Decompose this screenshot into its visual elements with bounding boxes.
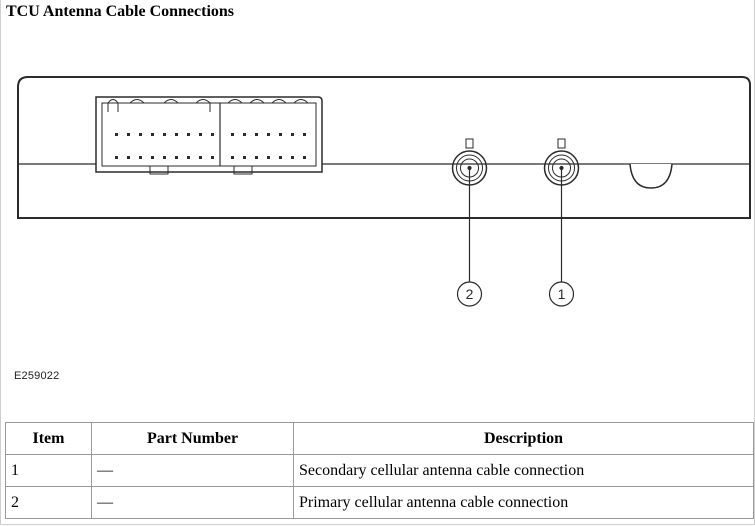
cell-part-number: —	[91, 454, 294, 487]
connector-pin	[151, 133, 154, 136]
callout-2: 2	[456, 281, 483, 307]
tcu-diagram: 2 1	[17, 76, 751, 307]
cell-item: 1	[5, 454, 92, 487]
connector-pin	[291, 133, 294, 136]
connector-pin	[243, 133, 246, 136]
connector-pin	[255, 156, 258, 159]
column-header-item: Item	[5, 422, 92, 455]
cell-item: 2	[5, 486, 92, 519]
connector-pin	[163, 133, 166, 136]
connector-pins	[115, 133, 306, 159]
connector-pin	[115, 156, 118, 159]
page-title: TCU Antenna Cable Connections	[6, 3, 235, 20]
parts-table: Item Part Number Description 1 — Seconda…	[5, 422, 754, 519]
connector-pin	[199, 156, 202, 159]
connector-pin	[139, 133, 142, 136]
connector-pin	[267, 156, 270, 159]
connector-pin	[151, 156, 154, 159]
connector-pin	[139, 156, 142, 159]
connector-pin	[175, 133, 178, 136]
connector-pin	[231, 133, 234, 136]
cell-description: Secondary cellular antenna cable connect…	[293, 454, 754, 487]
connector-pin	[175, 156, 178, 159]
callout-1: 1	[548, 281, 575, 307]
table-row: 2 — Primary cellular antenna cable conne…	[5, 486, 754, 519]
callout-1-label: 1	[558, 286, 566, 302]
leader-lines	[468, 168, 563, 282]
connector-pin	[199, 133, 202, 136]
connector-pin	[211, 133, 214, 136]
cell-part-number: —	[91, 486, 294, 519]
figure-id: E259022	[14, 370, 60, 382]
connector-pin	[303, 133, 306, 136]
mounting-notch	[629, 163, 673, 189]
connector-pin	[127, 156, 130, 159]
connector-pin	[127, 133, 130, 136]
connector-pin	[267, 133, 270, 136]
connector-pin	[211, 156, 214, 159]
connector-pin	[243, 156, 246, 159]
connector-pin	[115, 133, 118, 136]
table-header-row: Item Part Number Description	[5, 422, 754, 455]
connector-pin	[187, 133, 190, 136]
connector-pin	[291, 156, 294, 159]
column-header-part-number: Part Number	[91, 422, 294, 455]
connector-pin	[303, 156, 306, 159]
connector-pin	[279, 156, 282, 159]
connector-pin	[279, 133, 282, 136]
connector-pin	[231, 156, 234, 159]
table-row: 1 — Secondary cellular antenna cable con…	[5, 454, 754, 487]
column-header-description: Description	[293, 422, 754, 455]
connector-pin	[187, 156, 190, 159]
connector-pin	[255, 133, 258, 136]
multi-pin-connector	[95, 96, 323, 175]
callout-2-label: 2	[466, 286, 474, 302]
connector-pin	[163, 156, 166, 159]
cell-description: Primary cellular antenna cable connectio…	[293, 486, 754, 519]
